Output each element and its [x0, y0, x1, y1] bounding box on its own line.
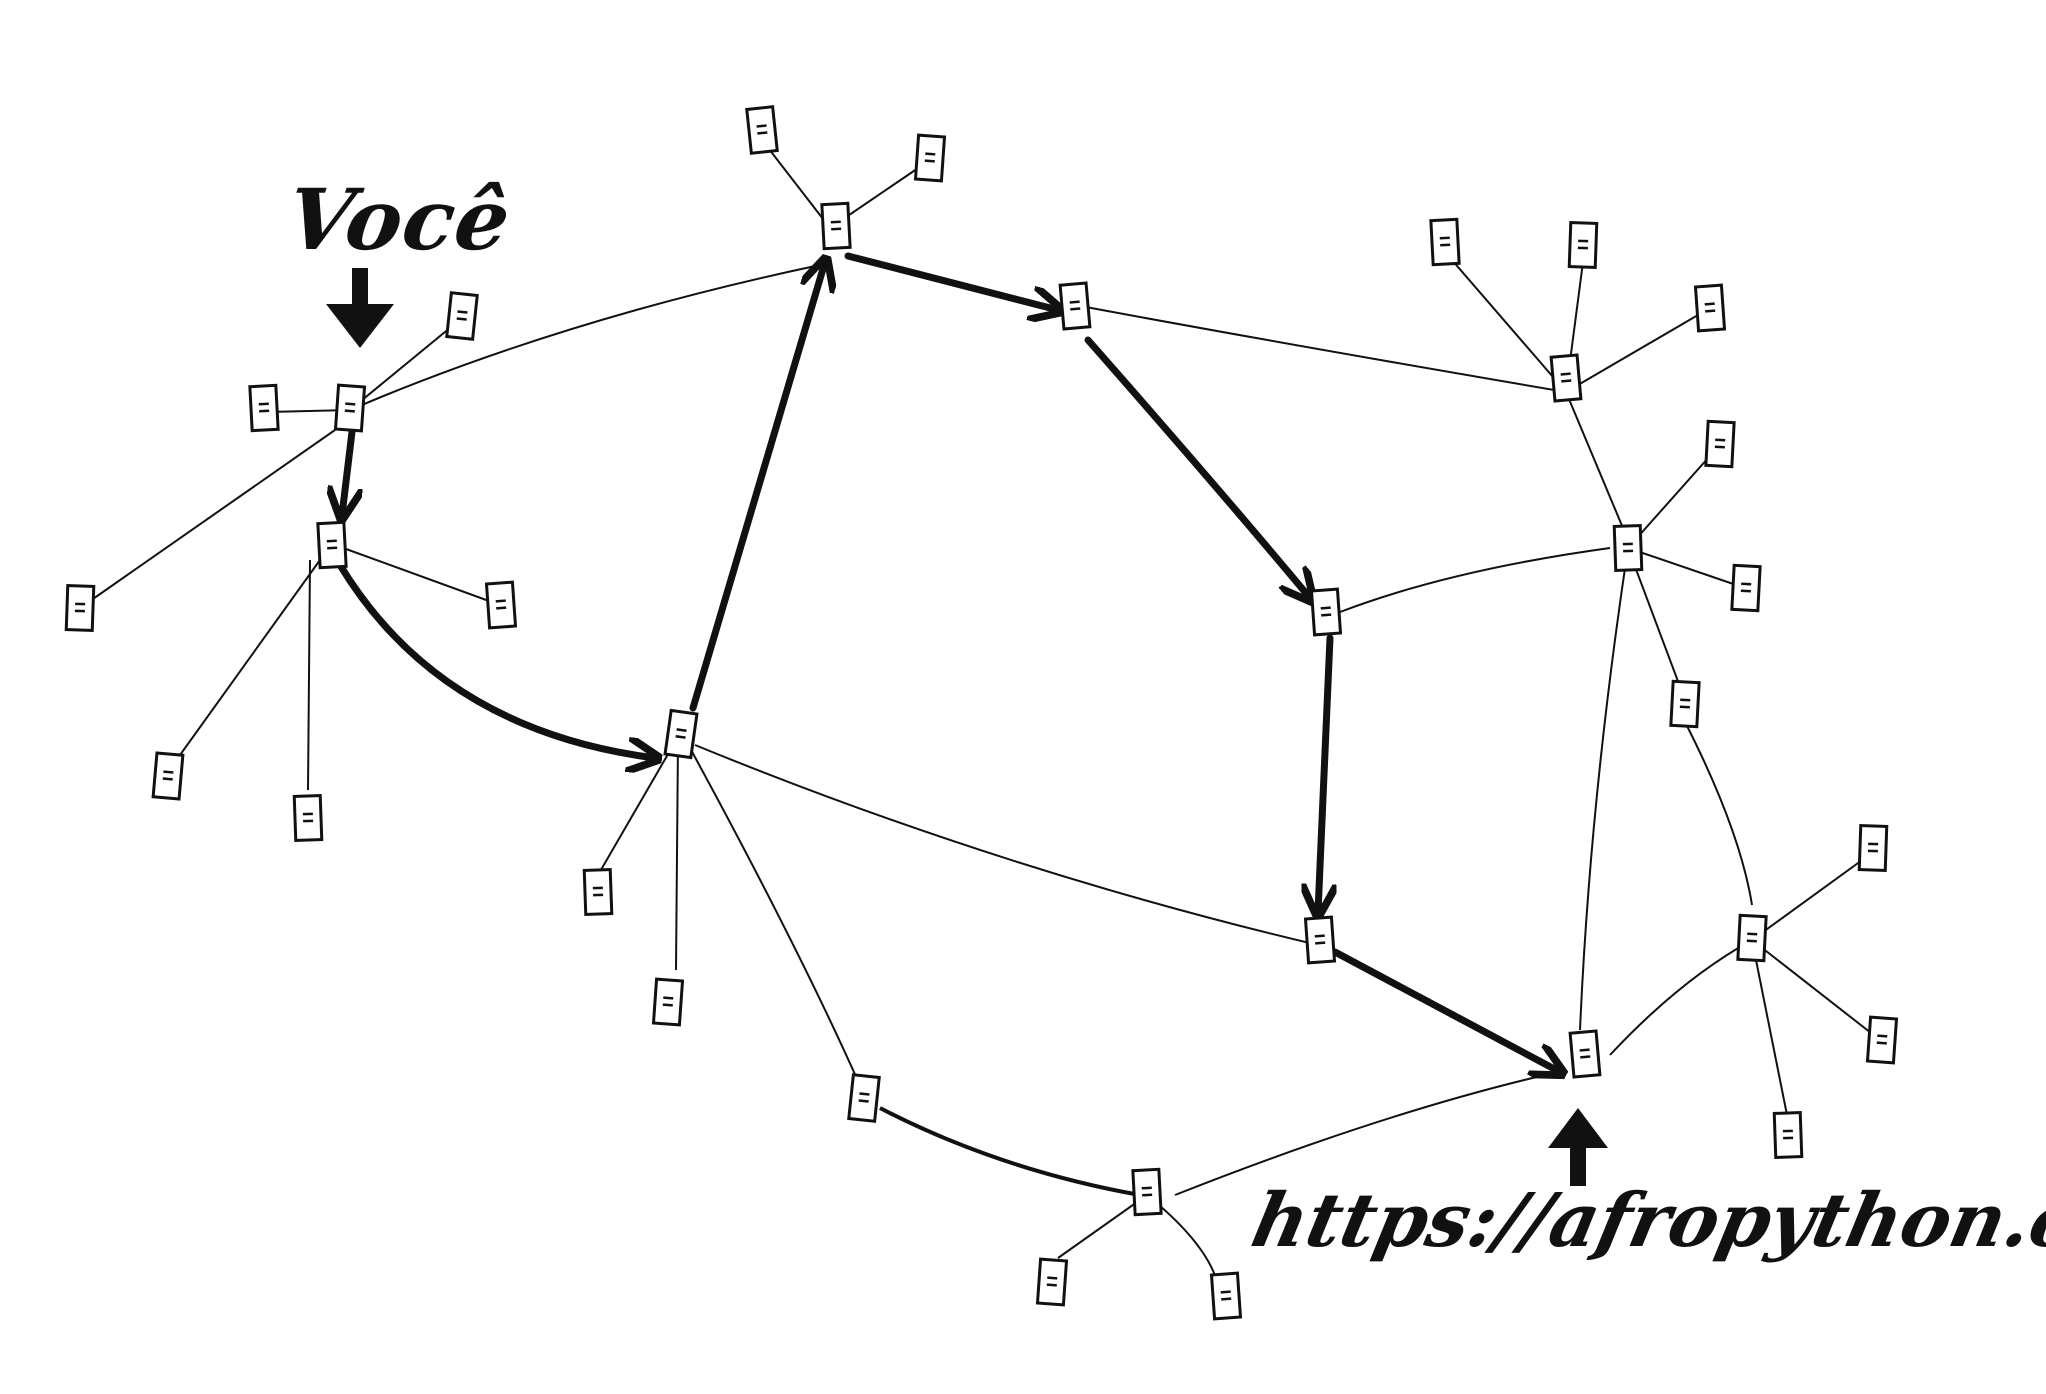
document-icon	[582, 868, 614, 916]
document-icon	[1693, 283, 1727, 333]
route-arrow	[1318, 634, 1330, 912]
edge	[1579, 547, 1629, 1031]
edge	[1174, 1071, 1559, 1196]
document-icon	[1857, 824, 1889, 872]
document-icon	[316, 520, 348, 570]
edge	[349, 317, 463, 411]
document-icon	[1704, 419, 1736, 469]
document-icon	[64, 584, 96, 632]
document-icon	[248, 383, 280, 433]
document-icon	[1568, 1029, 1602, 1079]
document-icon	[1772, 1111, 1804, 1159]
route-arrow	[1331, 948, 1560, 1072]
document-icon	[1612, 524, 1644, 572]
document-icon	[1035, 1257, 1069, 1307]
document-icon	[1209, 1271, 1243, 1321]
document-icon	[1567, 221, 1599, 269]
edge	[1627, 547, 1686, 701]
edge	[1565, 391, 1629, 541]
document-icon	[1865, 1015, 1899, 1065]
edge	[1565, 307, 1711, 393]
document-icon	[1058, 281, 1092, 331]
edge	[349, 264, 821, 411]
document-icon	[151, 751, 185, 801]
document-icon	[1309, 587, 1343, 637]
edge	[694, 744, 1319, 946]
route-arrow	[844, 252, 1058, 310]
pointer-arrows	[326, 268, 1608, 1186]
edge	[1057, 1194, 1148, 1259]
arrow-icon	[326, 268, 394, 348]
document-icon	[1131, 1167, 1163, 1217]
edge	[79, 429, 336, 609]
document-icon	[745, 105, 779, 155]
edge	[689, 747, 863, 1091]
route-arrow	[689, 262, 825, 712]
edge-bold	[879, 1106, 1141, 1197]
document-icon	[445, 291, 479, 341]
document-icon	[820, 201, 852, 251]
edge	[1444, 251, 1567, 393]
document-icon	[1549, 353, 1583, 403]
document-icon	[1303, 915, 1337, 965]
document-icon	[292, 794, 324, 842]
edge	[174, 559, 321, 763]
edge	[1609, 939, 1753, 1056]
route-arrow	[1084, 336, 1310, 598]
edge	[1751, 849, 1877, 941]
document-icon	[1669, 679, 1701, 729]
edge	[334, 544, 501, 606]
you-label: Você	[281, 170, 518, 269]
edge	[1627, 547, 1746, 589]
edge	[1751, 939, 1881, 1041]
route-edges	[340, 256, 1560, 1072]
document-icon	[913, 133, 947, 183]
edge	[1074, 304, 1567, 393]
document-icon	[847, 1073, 881, 1123]
edge	[1684, 721, 1753, 906]
edge	[1751, 939, 1789, 1121]
destination-url-label: https://afropython.org	[1244, 1178, 2046, 1264]
arrow-icon	[1548, 1108, 1608, 1186]
document-icon	[484, 580, 518, 630]
edge	[761, 139, 831, 229]
document-icon	[1736, 913, 1768, 963]
edge	[1339, 547, 1611, 613]
document-icon	[1730, 563, 1762, 613]
edge	[675, 739, 679, 971]
document-icon	[333, 383, 367, 433]
document-icon	[663, 708, 699, 760]
edge	[307, 559, 311, 791]
edge	[1627, 447, 1718, 549]
route-arrow	[342, 428, 352, 515]
document-icon	[651, 977, 685, 1027]
route-arrow	[336, 561, 655, 758]
document-icon	[1429, 217, 1461, 267]
